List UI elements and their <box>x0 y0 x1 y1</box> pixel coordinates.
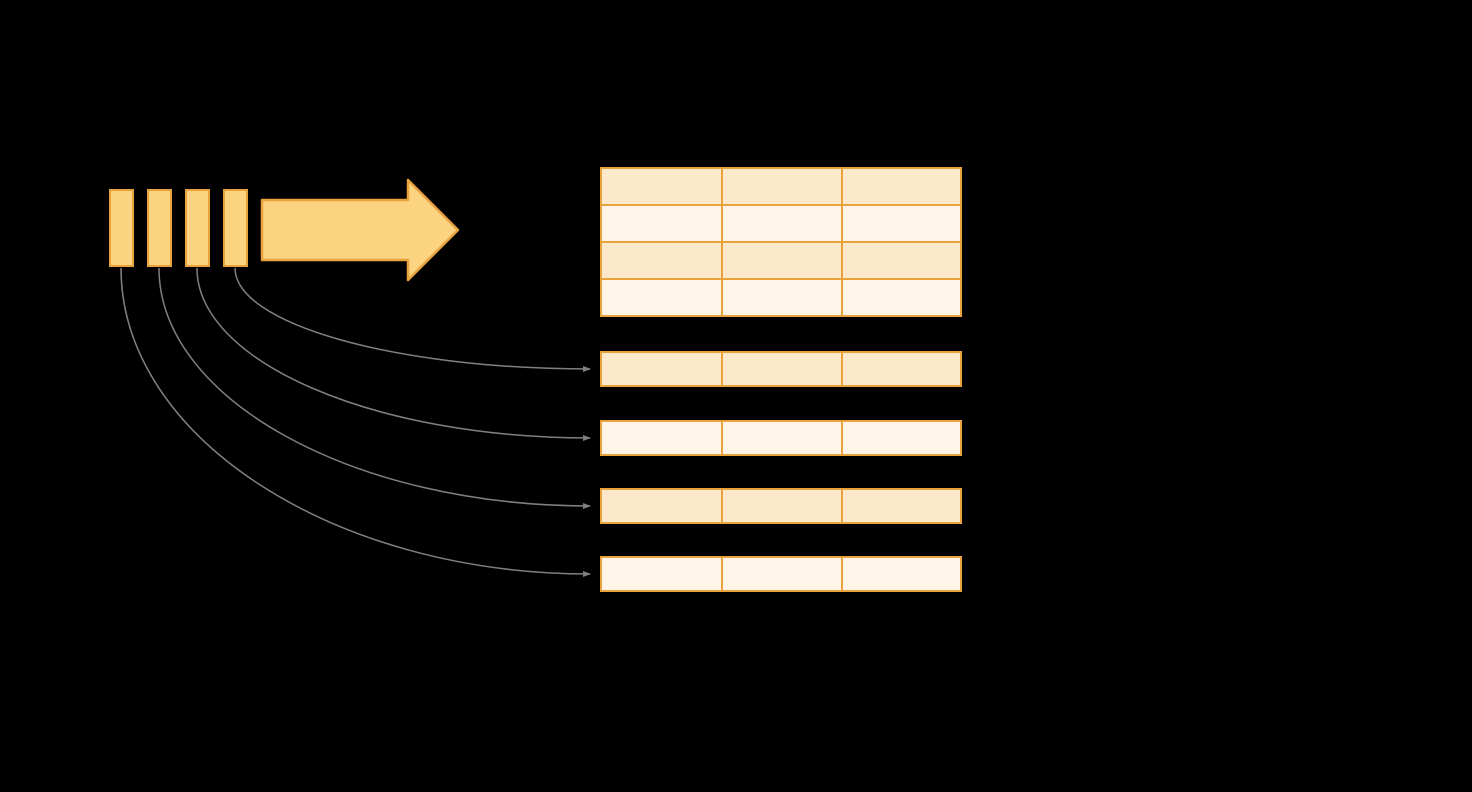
main-table <box>600 167 962 317</box>
source-slices <box>109 189 248 267</box>
main-table-cell <box>721 167 843 206</box>
row-table-cell <box>600 488 723 524</box>
flow-arrow-icon <box>260 178 460 282</box>
row-table-3 <box>600 488 962 524</box>
main-table-cell <box>841 278 962 317</box>
main-table-cell <box>841 241 962 280</box>
main-table-cell <box>841 204 962 243</box>
main-table-cell <box>721 278 843 317</box>
row-table-cell <box>841 556 962 592</box>
source-slice-1 <box>109 189 134 267</box>
row-table-4 <box>600 556 962 592</box>
row-table-cell <box>721 556 843 592</box>
row-table-cell <box>721 488 843 524</box>
connector-slice1-to-rowtable4 <box>120 267 591 577</box>
row-table-cell <box>721 351 843 387</box>
source-slice-3 <box>185 189 210 267</box>
main-table-cell <box>841 167 962 206</box>
source-slice-2 <box>147 189 172 267</box>
row-table-1 <box>600 351 962 387</box>
source-slice-4 <box>223 189 248 267</box>
main-table-cell <box>721 241 843 280</box>
main-table-cell <box>600 278 723 317</box>
main-table-cell <box>721 204 843 243</box>
main-table-cell <box>600 167 723 206</box>
main-table-cell <box>600 241 723 280</box>
row-table-cell <box>600 351 723 387</box>
connector-slice3-to-rowtable2 <box>196 267 591 441</box>
row-table-cell <box>841 351 962 387</box>
row-table-cell <box>600 420 723 456</box>
connectors <box>120 267 591 577</box>
row-table-cell <box>600 556 723 592</box>
row-table-cell <box>841 488 962 524</box>
connector-slice2-to-rowtable3 <box>158 267 591 509</box>
row-table-2 <box>600 420 962 456</box>
row-table-cell <box>841 420 962 456</box>
main-table-cell <box>600 204 723 243</box>
row-table-cell <box>721 420 843 456</box>
connector-slice4-to-rowtable1 <box>234 267 591 372</box>
